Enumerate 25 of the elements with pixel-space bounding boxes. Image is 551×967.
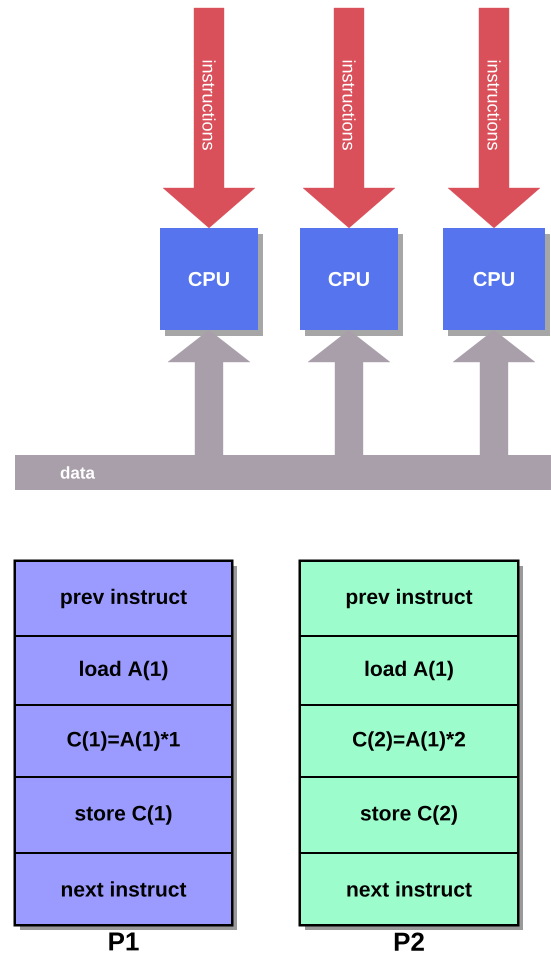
edge-label: instructions [487, 60, 501, 150]
instruction-cell: load A(1) [299, 635, 519, 706]
instruction-cell: store C(1) [14, 776, 233, 854]
instruction-cell: C(2)=A(1)*2 [299, 704, 519, 778]
arrow [162, 8, 256, 228]
instruction-cell: C(1)=A(1)*1 [14, 704, 233, 778]
cpu-box: CPU [160, 228, 258, 330]
instruction-cell: store C(2) [299, 776, 519, 854]
column-label: P1 [109, 932, 139, 950]
instruction-cell: prev instruct [299, 560, 519, 637]
instruction-cell: load A(1) [14, 635, 233, 706]
arrow [448, 8, 540, 228]
cpu-box: CPU [443, 228, 545, 330]
arrow [302, 8, 396, 228]
instruction-cell: next instruct [14, 852, 233, 926]
data-bus: data [15, 455, 551, 490]
arrow [308, 330, 390, 456]
column-label: P2 [394, 932, 424, 951]
edge-label: instructions [202, 60, 216, 150]
arrow [168, 330, 250, 456]
instruction-cell: prev instruct [14, 560, 233, 637]
edge-label: instructions [342, 60, 356, 150]
instruction-cell: next instruct [299, 852, 519, 926]
arrow [452, 330, 536, 456]
cpu-box: CPU [300, 228, 398, 330]
